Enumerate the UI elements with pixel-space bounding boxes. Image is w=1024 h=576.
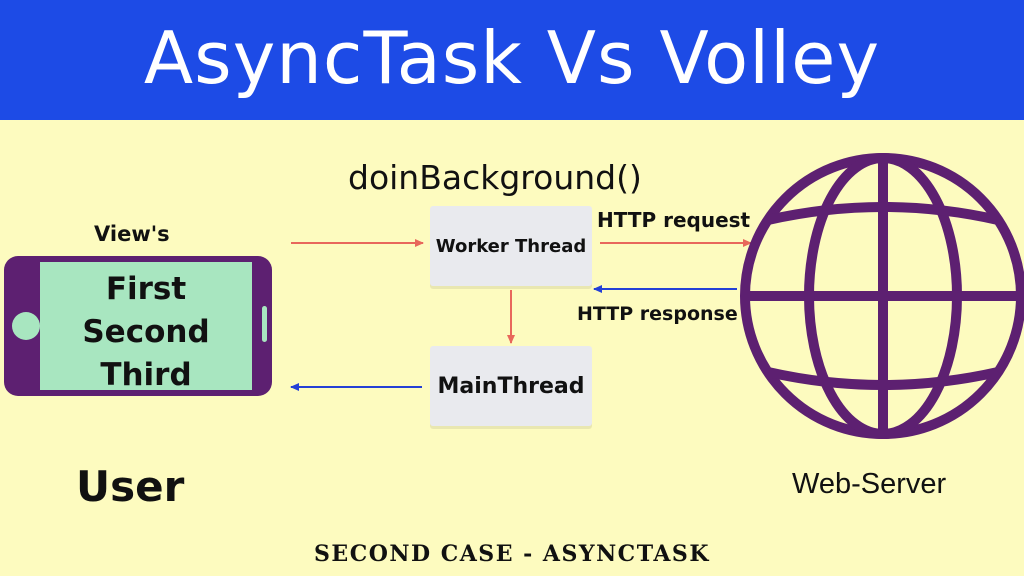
phone-icon: First Second Third <box>4 256 272 396</box>
http-request-label: HTTP request <box>597 208 751 232</box>
case-caption: SECOND CASE - ASYNCTASK <box>314 541 710 567</box>
http-response-label: HTTP response <box>577 303 738 325</box>
user-label: User <box>76 462 185 511</box>
view-item-second: Second <box>82 314 210 350</box>
worker-thread-box: Worker Thread <box>430 206 592 286</box>
title-banner: AsyncTask Vs Volley <box>0 0 1024 120</box>
phone-home-button <box>12 312 40 340</box>
phone-speaker-slot <box>262 306 267 342</box>
web-server-label: Web-Server <box>792 468 947 500</box>
views-label: View's <box>94 222 170 246</box>
view-item-third: Third <box>100 357 192 393</box>
doinbackground-label: doinBackground() <box>348 158 642 197</box>
page-title: AsyncTask Vs Volley <box>143 16 881 100</box>
globe-icon <box>740 153 1024 439</box>
phone-screen: First Second Third <box>40 262 252 393</box>
view-item-first: First <box>105 271 187 307</box>
main-thread-box: MainThread <box>430 346 592 426</box>
